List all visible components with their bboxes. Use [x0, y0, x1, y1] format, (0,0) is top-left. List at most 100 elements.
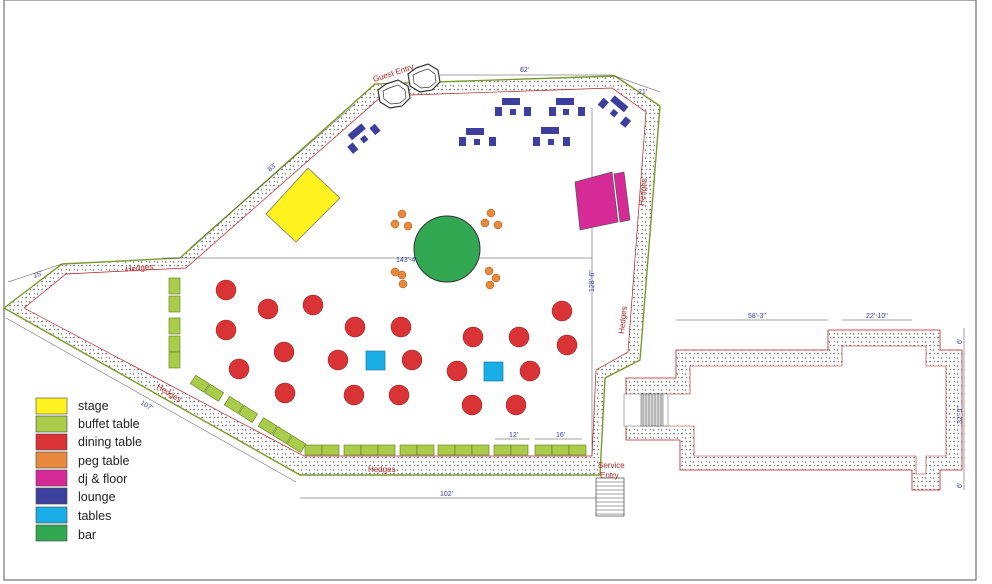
buffet-table [454, 444, 473, 456]
lounge-piece [563, 109, 569, 115]
svg-text:peg table: peg table [78, 454, 129, 468]
bar [413, 215, 481, 283]
lounge-piece [510, 109, 516, 115]
dim-left-107: 107' [139, 400, 154, 413]
peg-table [403, 221, 413, 231]
lounge-piece [609, 108, 619, 118]
dining-table [462, 326, 484, 348]
lounge-piece [459, 137, 466, 146]
service-entry-label-2: Entry [600, 471, 619, 480]
lounge-piece [489, 137, 496, 146]
svg-text:lounge: lounge [78, 490, 116, 504]
legend-item-dj-floor: dj & floor [35, 469, 127, 487]
hedges-label-right-low: Hedges [617, 306, 629, 334]
lounge-piece [610, 95, 629, 113]
dim-left-15: 15' [32, 270, 43, 279]
buffet-table [304, 444, 323, 456]
buffet-table [286, 435, 307, 454]
legend-item-dining-table: dining table [35, 433, 142, 451]
dim-bottom-102: 102' [440, 491, 453, 498]
buffet-table [343, 444, 362, 456]
guest-entry-gazebos [377, 63, 441, 109]
dining-table [273, 341, 295, 363]
dim-annex-6a: 6' [957, 339, 964, 344]
svg-text:stage: stage [78, 399, 109, 413]
hedges-label-right: Hedges [637, 178, 649, 206]
lounge-piece [597, 97, 609, 110]
dimension-labels: 62' 21' 83' 15' 107' 102' 143'-4" 128'-6… [32, 67, 964, 498]
buffet-table [416, 444, 435, 456]
buffet-table [493, 444, 512, 456]
square-table [483, 361, 504, 382]
buffet-table [510, 444, 529, 456]
dining-table [302, 294, 324, 316]
svg-text:dining table: dining table [78, 435, 142, 449]
lounge-piece [548, 139, 554, 145]
buffet-table [223, 396, 244, 414]
dining-table [344, 316, 366, 338]
lounge-piece [524, 107, 531, 116]
buffet-table [534, 444, 553, 456]
peg-table [491, 273, 501, 283]
legend-item-stage: stage [35, 397, 109, 415]
dining-table [228, 358, 250, 380]
buffet-table [168, 277, 181, 295]
hedges-label-bottom: Hedges [368, 465, 396, 474]
peg-table [398, 279, 408, 289]
dim-buffet-16: 16' [556, 432, 565, 439]
dim-top-62: 62' [520, 67, 529, 74]
peg-table [480, 218, 490, 228]
buffet-table [257, 417, 278, 436]
dim-annex-6b: 6' [957, 483, 964, 488]
svg-text:tables: tables [78, 509, 111, 523]
dining-tables [215, 279, 578, 416]
buffet-table [399, 444, 418, 456]
buffet-table [321, 444, 340, 456]
dining-table [508, 326, 530, 348]
dining-table [327, 349, 349, 371]
svg-text:bar: bar [78, 528, 96, 542]
peg-table [486, 208, 496, 218]
peg-table [390, 219, 400, 229]
buffet-table [168, 317, 181, 335]
square-table [365, 350, 386, 371]
buffet-tables [168, 277, 587, 456]
buffet-table [568, 444, 587, 456]
dining-table [274, 382, 296, 404]
lounge-seating [347, 95, 632, 154]
lounge-piece [360, 134, 369, 144]
peg-table [493, 220, 503, 230]
legend-item-bar: bar [35, 524, 96, 542]
dining-table [388, 384, 410, 406]
legend-item-lounge: lounge [35, 487, 116, 505]
dim-annex-22: 22'-10" [866, 313, 888, 320]
dining-table [401, 349, 423, 371]
dining-table [461, 394, 483, 416]
legend: stage buffet table dining table peg tabl… [35, 397, 142, 542]
svg-text:dj & floor: dj & floor [78, 472, 127, 486]
buffet-table [377, 444, 396, 456]
dining-table [390, 316, 412, 338]
lounge-piece [347, 123, 366, 141]
dj-floor [574, 171, 631, 231]
dim-vert-128: 128'-6" [589, 270, 596, 292]
dim-buffet-12: 12' [509, 432, 518, 439]
buffet-table [360, 444, 379, 456]
peg-table [397, 209, 407, 219]
page-frame [3, 0, 977, 581]
lounge-piece [533, 137, 540, 146]
dim-mid-143: 143'-4" [396, 257, 418, 264]
service-entry-label-1: Service [598, 461, 625, 470]
lounge-piece [474, 139, 480, 145]
dining-table [556, 334, 578, 356]
stage [265, 167, 341, 243]
lounge-piece [347, 142, 359, 154]
peg-table [390, 267, 400, 277]
main-hedge [2, 75, 661, 476]
dining-table [446, 360, 468, 382]
lounge-piece [495, 107, 502, 116]
svg-text:buffet table: buffet table [78, 417, 140, 431]
lounge-piece [563, 137, 570, 146]
lounge-piece [619, 116, 632, 128]
